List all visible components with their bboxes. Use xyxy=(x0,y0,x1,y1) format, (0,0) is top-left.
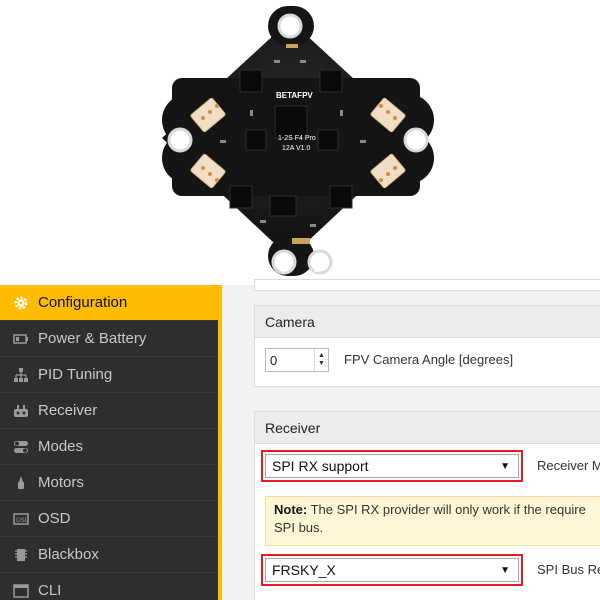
spi-provider-select[interactable]: FRSKY_X ▼ xyxy=(265,558,519,582)
toggle-icon xyxy=(12,438,30,456)
sidebar-item-cli[interactable]: CLI xyxy=(0,573,218,600)
note-text: The SPI RX provider will only work if th… xyxy=(307,502,586,517)
camera-panel: Camera 0 ▲ ▼ FPV Camera Angle [degrees] xyxy=(254,305,600,387)
board-minus-sign: − xyxy=(314,264,321,278)
receiver-mode-select[interactable]: SPI RX support ▼ xyxy=(265,454,519,478)
sidebar-item-modes[interactable]: Modes xyxy=(0,429,218,465)
board-brand: BETAFPV xyxy=(276,91,313,100)
sidebar-item-label: Motors xyxy=(38,474,84,491)
stepper-down-icon[interactable]: ▼ xyxy=(318,360,325,367)
sidebar-item-receiver[interactable]: Receiver xyxy=(0,393,218,429)
spi-rx-note: Note: The SPI RX provider will only work… xyxy=(265,496,600,546)
previous-panel xyxy=(254,279,600,291)
blackbox-icon xyxy=(12,546,30,564)
spi-provider-label: SPI Bus Re xyxy=(537,562,600,577)
sidebar-accent-bar xyxy=(218,285,222,600)
svg-text:OSD: OSD xyxy=(16,518,29,524)
sidebar-item-motors[interactable]: Motors xyxy=(0,465,218,501)
dropdown-caret-icon: ▼ xyxy=(500,565,510,576)
receiver-icon xyxy=(12,402,30,420)
sidebar-item-label: Blackbox xyxy=(38,546,99,563)
sidebar-item-label: PID Tuning xyxy=(38,366,113,383)
flight-controller-photo: BETAFPV 1-2S F4 Pro 12A V1.0 + − xyxy=(150,0,450,280)
gear-icon xyxy=(12,294,30,312)
configuration-content: Camera 0 ▲ ▼ FPV Camera Angle [degrees] … xyxy=(222,279,600,600)
board-model-line2: 12A V1.0 xyxy=(282,145,311,152)
sidebar-item-label: Receiver xyxy=(38,402,98,419)
sitemap-icon xyxy=(12,366,30,384)
spi-provider-value: FRSKY_X xyxy=(272,562,336,578)
receiver-mode-value: SPI RX support xyxy=(272,458,369,474)
sidebar-item-power-battery[interactable]: Power & Battery xyxy=(0,321,218,357)
motor-icon xyxy=(12,474,30,492)
camera-angle-label: FPV Camera Angle [degrees] xyxy=(344,352,514,367)
stepper-up-icon[interactable]: ▲ xyxy=(318,352,325,359)
sidebar-item-configuration[interactable]: Configuration xyxy=(0,285,218,321)
sidebar-item-osd[interactable]: OSD OSD xyxy=(0,501,218,537)
sidebar-item-blackbox[interactable]: Blackbox xyxy=(0,537,218,573)
terminal-icon xyxy=(12,582,30,600)
sidebar-item-label: OSD xyxy=(38,510,71,527)
receiver-mode-highlight xyxy=(261,450,523,482)
receiver-mode-label: Receiver M xyxy=(537,458,600,473)
note-text-line2: SPI bus. xyxy=(274,520,324,535)
board-model-line1: 1-2S F4 Pro xyxy=(278,135,316,142)
camera-angle-input[interactable]: 0 ▲ ▼ xyxy=(265,348,329,372)
sidebar-item-label: Configuration xyxy=(38,294,128,311)
battery-icon xyxy=(12,330,30,348)
osd-icon: OSD xyxy=(12,510,30,528)
camera-panel-title: Camera xyxy=(255,306,600,338)
board-plus-sign: + xyxy=(280,264,287,278)
sidebar-item-label: Modes xyxy=(38,438,84,455)
sidebar: Configuration Power & Battery PID Tuning… xyxy=(0,285,220,600)
note-strong: Note: xyxy=(274,502,308,517)
dropdown-caret-icon: ▼ xyxy=(500,461,510,472)
sidebar-item-pid-tuning[interactable]: PID Tuning xyxy=(0,357,218,393)
receiver-panel: Receiver SPI RX support ▼ Receiver M Not… xyxy=(254,411,600,600)
spi-provider-highlight xyxy=(261,554,523,586)
board-illustration: BETAFPV 1-2S F4 Pro 12A V1.0 + − xyxy=(162,6,434,278)
sidebar-item-label: CLI xyxy=(38,582,62,599)
receiver-panel-title: Receiver xyxy=(255,412,600,444)
camera-angle-value: 0 xyxy=(270,352,278,368)
sidebar-item-label: Power & Battery xyxy=(38,330,147,347)
camera-angle-stepper[interactable]: ▲ ▼ xyxy=(314,349,328,371)
